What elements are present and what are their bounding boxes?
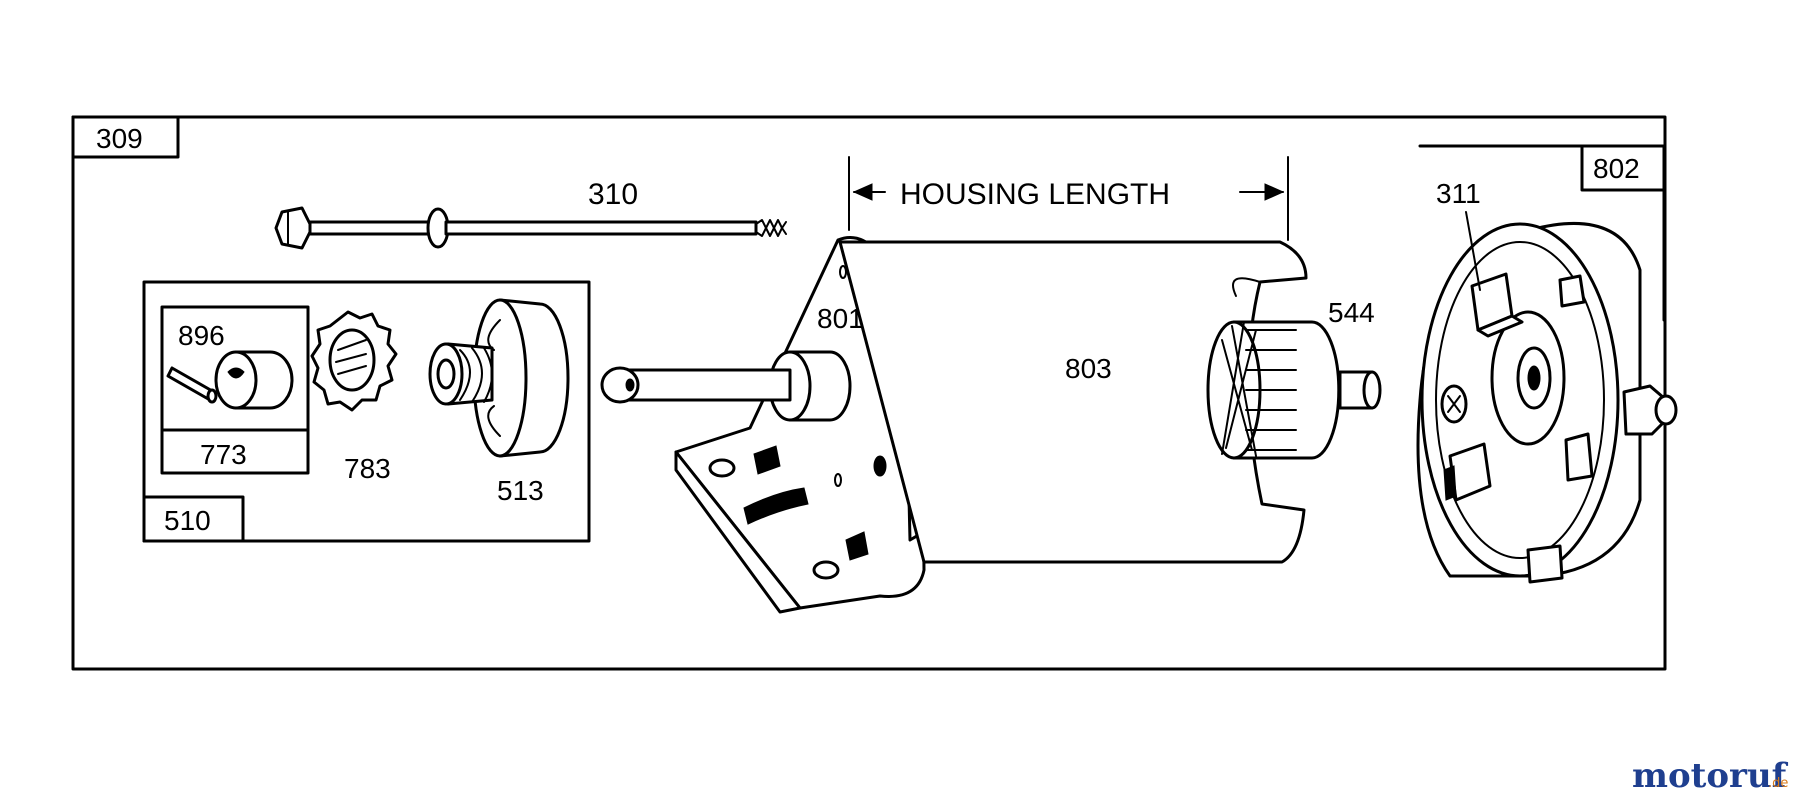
label-box-510 bbox=[142, 495, 245, 543]
watermark: motoruf .de bbox=[1632, 756, 1789, 796]
label-803: 803 bbox=[1065, 353, 1112, 384]
watermark-suffix: .de bbox=[1768, 776, 1788, 791]
kit-box-773 bbox=[160, 305, 310, 475]
label-510: 510 bbox=[164, 505, 211, 536]
label-309: 309 bbox=[96, 123, 143, 154]
kit-box-510 bbox=[142, 280, 591, 543]
label-802: 802 bbox=[1593, 153, 1640, 184]
part-783-gear bbox=[310, 310, 398, 412]
part-773-collar bbox=[214, 350, 294, 410]
label-310: 310 bbox=[588, 178, 638, 211]
label-box-309 bbox=[71, 115, 180, 159]
part-896-pin bbox=[166, 366, 218, 404]
watermark-text: motoruf bbox=[1632, 756, 1789, 796]
part-513-drive bbox=[428, 298, 570, 458]
part-310-bolt bbox=[274, 206, 787, 250]
label-513: 513 bbox=[497, 475, 544, 506]
label-896: 896 bbox=[178, 320, 225, 351]
leader-311 bbox=[1465, 211, 1481, 291]
outer-frame bbox=[71, 115, 1667, 671]
housing-length-dimension bbox=[848, 156, 1289, 241]
label-544: 544 bbox=[1328, 297, 1375, 328]
part-544-armature bbox=[1206, 320, 1382, 460]
label-311: 311 bbox=[1436, 178, 1481, 209]
label-housing-length: HOUSING LENGTH bbox=[900, 178, 1170, 211]
label-783: 783 bbox=[344, 453, 391, 484]
label-773: 773 bbox=[200, 439, 247, 470]
label-box-802 bbox=[1580, 144, 1666, 192]
part-802-end-cap bbox=[1416, 222, 1678, 584]
